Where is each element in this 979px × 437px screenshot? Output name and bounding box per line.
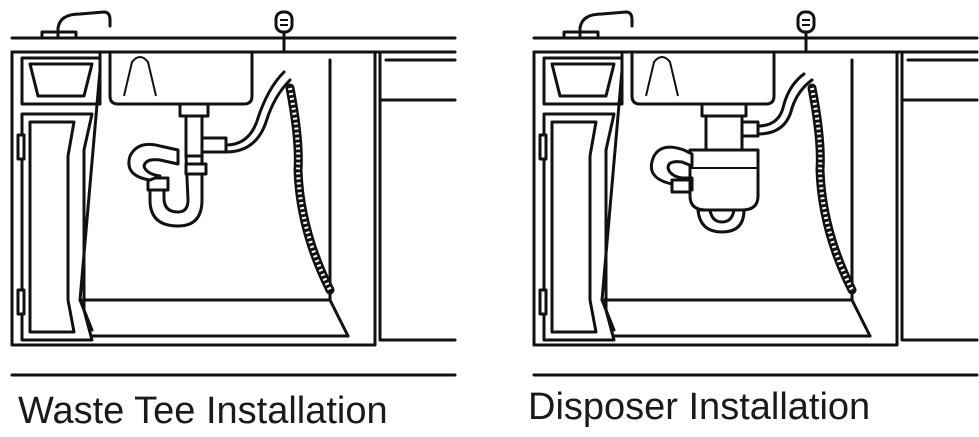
panel-waste-tee (12, 12, 455, 375)
caption-waste-tee: Waste Tee Installation (18, 390, 388, 432)
caption-disposer: Disposer Installation (528, 386, 871, 428)
panel-disposer (534, 12, 977, 375)
